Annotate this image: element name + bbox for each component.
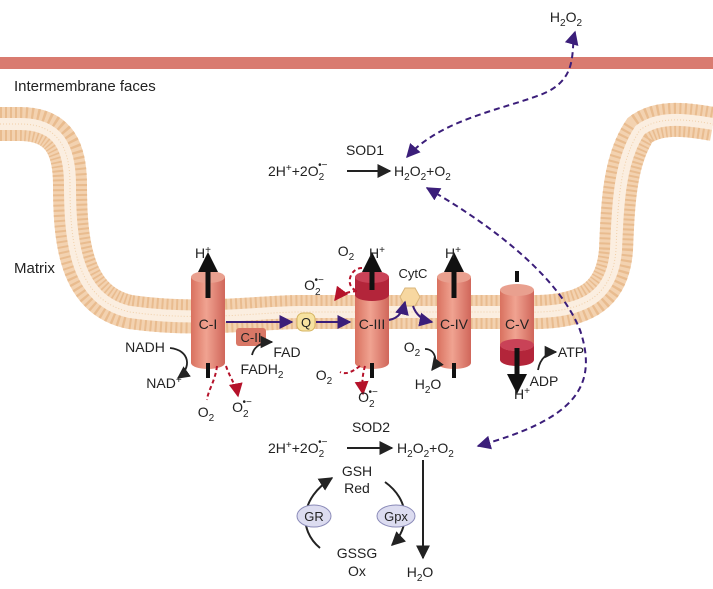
sod1-enzyme: SOD1 (346, 142, 384, 158)
ox-label: Ox (348, 563, 366, 579)
h2o2-diffusion (406, 30, 587, 450)
outer-membrane (0, 57, 713, 69)
nadh-label: NADH (125, 339, 165, 355)
fadh2-label: FADH2 (241, 361, 284, 381)
complex-v-label: C-V (505, 316, 530, 332)
sod1-lhs: 2H++2O2•− (268, 160, 328, 183)
o2-c1: O2 (198, 404, 215, 424)
complex-v: C-V H+ (500, 271, 534, 402)
electron-flow (226, 300, 434, 329)
complex-i-label: C-I (199, 316, 218, 332)
complex-ii-label: C-II (241, 330, 262, 345)
complex-iv: C-IV H+ (437, 245, 471, 378)
intermembrane-label: Intermembrane faces (14, 78, 156, 95)
complex-iii-proton: H+ (369, 245, 385, 261)
gr-label: GR (304, 509, 324, 524)
o2-c3-bottom: O2 (316, 367, 333, 387)
complex-iii: C-III H+ (355, 245, 389, 378)
adp-label: ADP (530, 373, 559, 389)
cytc-label: CytC (399, 266, 428, 281)
sod2-rhs: H2O2+O2 (397, 440, 454, 460)
h2o-bottom: H2O (407, 564, 434, 584)
glutathione-cycle: GSH Red GSSG Ox GR Gpx (296, 463, 416, 579)
o2-c3-top: O2 (338, 243, 355, 263)
sod2-reaction: SOD2 2H++2O2•− H2O2+O2 (268, 419, 454, 460)
complex-i-proton: H+ (195, 245, 211, 261)
sod2-enzyme: SOD2 (352, 419, 390, 435)
gssg-label: GSSG (337, 545, 377, 561)
matrix-label: Matrix (14, 260, 55, 277)
complex-v-proton: H+ (514, 386, 530, 402)
gsh-label: GSH (342, 463, 372, 479)
ros-leak (206, 267, 369, 401)
atp-label: ATP (558, 344, 584, 360)
gr-enzyme (296, 504, 332, 528)
h2o2-top: H2O2 (550, 9, 583, 29)
complex-ii: C-II (236, 328, 266, 346)
superoxide-c3-bottom: O2•− (358, 387, 378, 410)
ubiquinone: Q (296, 312, 316, 332)
gpx-label: Gpx (384, 509, 408, 524)
sod1-reaction: SOD1 2H++2O2•− H2O2+O2 (268, 142, 451, 183)
superoxide-c3-top: O2•− (304, 275, 324, 298)
red-label: Red (344, 480, 370, 496)
fad-label: FAD (273, 344, 300, 360)
inner-membrane (0, 102, 713, 334)
sod2-lhs: 2H++2O2•− (268, 437, 328, 460)
o2-c4: O2 (404, 339, 421, 359)
nad-label: NAD+ (146, 375, 182, 391)
sod1-rhs: H2O2+O2 (394, 163, 451, 183)
gpx-enzyme (376, 504, 416, 528)
q-label: Q (301, 315, 311, 330)
complex-i: C-I H+ (191, 245, 225, 378)
superoxide-c1: O2•− (232, 397, 252, 420)
complex-iv-proton: H+ (445, 245, 461, 261)
h2o-c4: H2O (415, 376, 442, 396)
complex-iv-label: C-IV (440, 316, 469, 332)
complex-iii-label: C-III (359, 316, 385, 332)
